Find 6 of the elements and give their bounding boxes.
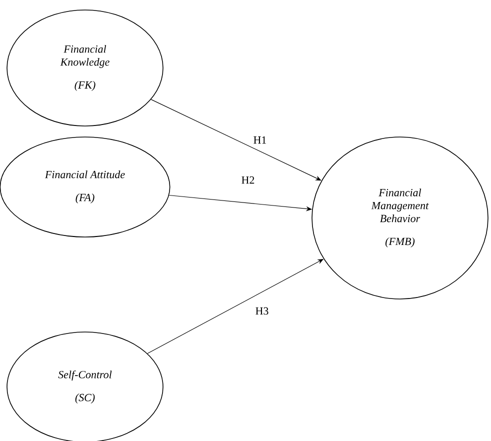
edge-label: H2	[240, 175, 256, 185]
ellipse-node: Financial Knowledge (FK)	[6, 10, 164, 126]
edge-label: H3	[254, 306, 270, 316]
arrow	[150, 99, 322, 181]
edge-label: H1	[252, 135, 268, 145]
ellipse-node: Financial Management Behavior (FMB)	[312, 136, 488, 300]
